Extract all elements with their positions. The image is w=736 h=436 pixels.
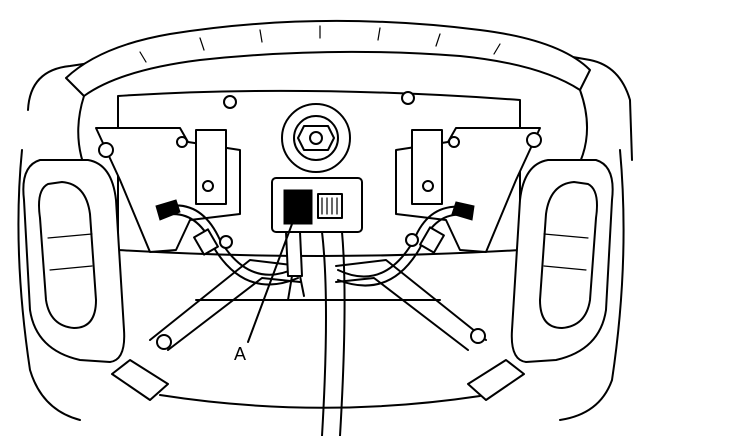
wiring-harness [155, 199, 475, 436]
callout-a-leader-line [247, 223, 293, 343]
right-bracket [395, 127, 542, 253]
left-spoke-pad [22, 159, 126, 363]
left-bracket [95, 127, 241, 253]
right-spoke-pad [510, 159, 614, 363]
callout-a-label: A [234, 344, 246, 364]
callout-a: A [234, 223, 293, 364]
airbag-connector-housing [271, 177, 363, 233]
lower-spokes [111, 259, 525, 401]
center-nut [281, 103, 351, 173]
